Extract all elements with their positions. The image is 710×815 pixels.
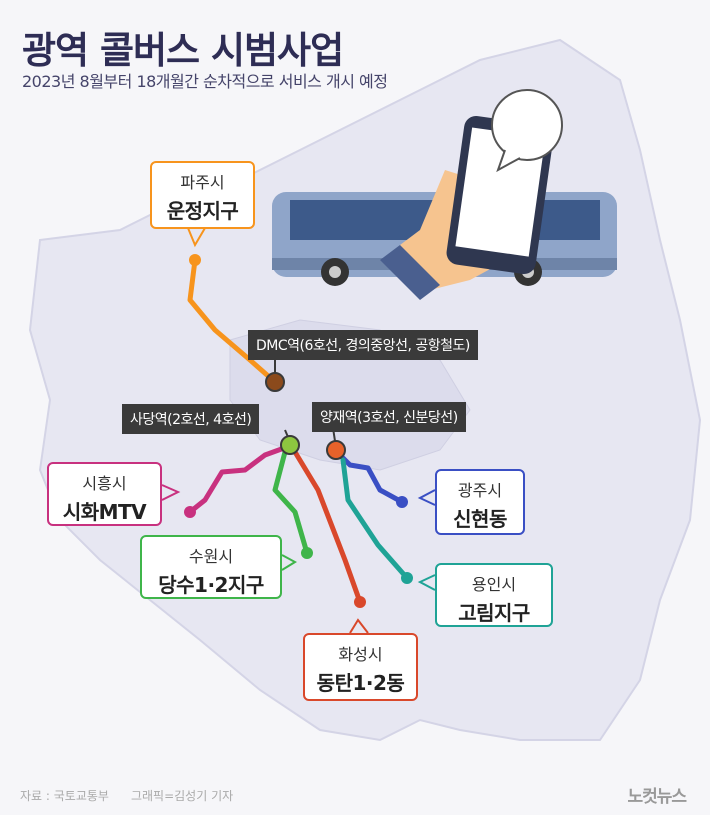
route-end-dots [184, 254, 413, 608]
city-label: 수원시 [188, 547, 234, 566]
phone-hand-illustration [380, 89, 563, 300]
city-label: 화성시 [338, 645, 383, 664]
route-gwangju [337, 452, 405, 505]
publisher-logo: 노컷뉴스 [627, 787, 687, 807]
district-label: 고림지구 [458, 601, 530, 625]
yangjae-marker [326, 440, 346, 460]
route-yongin [340, 457, 410, 581]
district-label: 당수1·2지구 [158, 573, 264, 597]
city-label: 광주시 [457, 481, 503, 500]
district-label: 신현동 [453, 507, 507, 531]
dmc-marker [265, 372, 285, 392]
station-label-yangjae: 양재역(3호선, 신분당선) [312, 402, 466, 432]
page-title: 광역 콜버스 시범사업 [22, 29, 344, 72]
route-siheung [187, 444, 290, 515]
district-label: 시화MTV [62, 500, 147, 524]
district-label: 운정지구 [166, 199, 239, 223]
footer: 자료 : 국토교통부 그래픽=김성기 기자 [20, 787, 255, 804]
route-paju [187, 257, 278, 385]
station-label-sadang: 사당역(2호선, 4호선) [122, 404, 260, 434]
page-subtitle: 2023년 8월부터 18개월간 순차적으로 서비스 개시 예정 [22, 72, 388, 91]
route-suwon [272, 449, 310, 556]
sadang-marker [280, 435, 300, 455]
district-label: 동탄1·2동 [316, 671, 405, 695]
route-hwaseong [292, 449, 363, 605]
city-label: 용인시 [471, 575, 517, 594]
city-label: 시흥시 [82, 474, 127, 493]
station-label-dmc: DMC역(6호선, 경의중앙선, 공항철도) [248, 330, 478, 360]
source-credit: 자료 : 국토교통부 [20, 789, 109, 803]
city-label: 파주시 [180, 173, 225, 192]
graphic-credit: 그래픽=김성기 기자 [130, 789, 234, 803]
